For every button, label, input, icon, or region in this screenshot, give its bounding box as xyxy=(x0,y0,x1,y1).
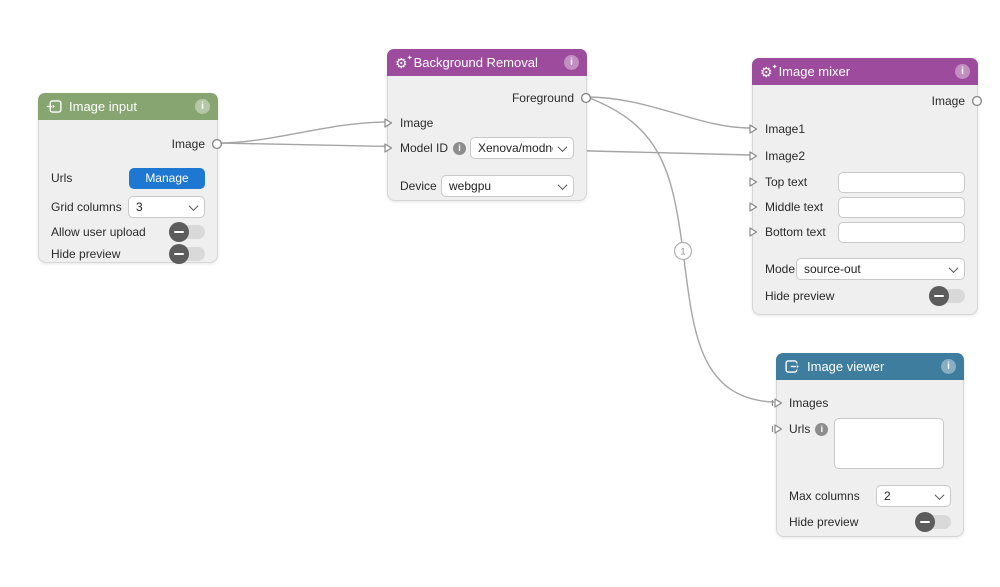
info-icon[interactable] xyxy=(941,359,956,374)
model-id-label: Model ID xyxy=(400,141,449,155)
chevron-down-icon xyxy=(934,489,945,500)
node-title: Image input xyxy=(69,99,137,114)
output-label-image: Image xyxy=(931,94,965,108)
chevron-down-icon xyxy=(188,200,199,211)
bottom-text-label: Bottom text xyxy=(765,225,826,239)
port-input-bottom-text[interactable] xyxy=(747,226,759,238)
image2-label: Image2 xyxy=(765,149,806,163)
gear-sparkle-icon: ⚙✦ xyxy=(760,63,778,80)
image-input-label: Image xyxy=(400,116,434,130)
hide-preview-label: Hide preview xyxy=(51,247,121,261)
grid-columns-value: 3 xyxy=(136,200,143,214)
hide-preview-label: Hide preview xyxy=(789,515,859,529)
top-text-input[interactable] xyxy=(838,171,965,193)
edge-badge: 1 xyxy=(673,241,693,261)
urls-label: Urls xyxy=(51,171,73,185)
toggle-knob-minus-icon xyxy=(929,286,949,306)
port-input-image[interactable] xyxy=(382,117,394,129)
info-icon[interactable] xyxy=(453,141,467,155)
node-background-removal[interactable]: ⚙✦ Background Removal Foreground Image M… xyxy=(384,49,592,201)
port-input-images[interactable] xyxy=(771,397,783,409)
edge-bgremoval-to-mixer-image1[interactable] xyxy=(586,96,751,129)
hide-preview-toggle[interactable] xyxy=(915,512,951,532)
bottom-text-input[interactable] xyxy=(838,221,965,243)
urls-textarea[interactable] xyxy=(834,418,944,469)
allow-user-upload-toggle[interactable] xyxy=(169,222,205,242)
node-image-mixer[interactable]: ⚙✦ Image mixer Image Image1 Image2 Top t… xyxy=(749,58,983,315)
manage-button[interactable]: Manage xyxy=(129,167,205,189)
grid-columns-select[interactable]: 3 xyxy=(128,196,205,218)
max-columns-select[interactable]: 2 xyxy=(876,485,951,507)
info-icon[interactable] xyxy=(815,422,829,436)
device-label: Device xyxy=(400,179,437,193)
port-input-image1[interactable] xyxy=(747,123,759,135)
port-output-foreground[interactable] xyxy=(580,92,592,104)
top-text-label: Top text xyxy=(765,175,808,189)
port-output-image[interactable] xyxy=(211,138,223,150)
port-input-top-text[interactable] xyxy=(747,176,759,188)
port-input-middle-text[interactable] xyxy=(747,201,759,213)
hide-preview-toggle[interactable] xyxy=(929,286,965,306)
device-select[interactable]: webgpu xyxy=(441,175,574,197)
node-title: Background Removal xyxy=(413,55,538,70)
node-background-removal-header[interactable]: ⚙✦ Background Removal xyxy=(387,49,587,76)
info-icon[interactable] xyxy=(195,99,210,114)
toggle-knob-minus-icon xyxy=(169,222,189,242)
node-image-mixer-header[interactable]: ⚙✦ Image mixer xyxy=(752,58,978,85)
svg-text:1: 1 xyxy=(680,247,685,258)
output-label-foreground: Foreground xyxy=(511,91,574,105)
import-icon xyxy=(46,98,63,115)
mode-select[interactable]: source-out xyxy=(796,258,965,280)
allow-user-upload-label: Allow user upload xyxy=(51,225,146,239)
export-icon xyxy=(784,358,801,375)
node-image-viewer-header[interactable]: Image viewer xyxy=(776,353,964,380)
node-image-input-header[interactable]: Image input xyxy=(38,93,218,120)
model-id-value: Xenova/modnet xyxy=(478,141,553,155)
chevron-down-icon xyxy=(557,141,568,152)
info-icon[interactable] xyxy=(564,55,579,70)
hide-preview-label: Hide preview xyxy=(765,289,835,303)
mode-value: source-out xyxy=(804,262,861,276)
middle-text-input[interactable] xyxy=(838,196,965,218)
node-image-input[interactable]: Image input Image Urls Manage Grid colum… xyxy=(38,93,223,264)
node-title: Image mixer xyxy=(778,64,851,79)
port-input-urls[interactable] xyxy=(771,423,783,435)
info-icon[interactable] xyxy=(955,64,970,79)
node-image-viewer[interactable]: Image viewer Images Urls Max columns 2 H… xyxy=(771,353,964,537)
port-input-image2[interactable] xyxy=(747,150,759,162)
images-label: Images xyxy=(789,396,829,410)
node-title: Image viewer xyxy=(807,359,885,374)
mode-label: Mode xyxy=(765,262,796,276)
chevron-down-icon xyxy=(948,262,959,273)
image1-label: Image1 xyxy=(765,122,806,136)
middle-text-label: Middle text xyxy=(765,200,824,214)
max-columns-label: Max columns xyxy=(789,489,860,503)
toggle-knob-minus-icon xyxy=(915,512,935,532)
urls-label: Urls xyxy=(789,422,811,436)
port-output-image[interactable] xyxy=(971,95,983,107)
chevron-down-icon xyxy=(557,179,568,190)
model-id-select[interactable]: Xenova/modnet xyxy=(470,137,574,159)
toggle-knob-minus-icon xyxy=(169,244,189,264)
grid-columns-label: Grid columns xyxy=(51,200,122,214)
max-columns-value: 2 xyxy=(884,489,891,503)
device-value: webgpu xyxy=(449,179,492,193)
gear-sparkle-icon: ⚙✦ xyxy=(395,54,413,71)
port-input-model-id[interactable] xyxy=(382,142,394,154)
hide-preview-toggle[interactable] xyxy=(169,244,205,264)
output-label-image: Image xyxy=(171,137,205,151)
edge-imageinput-to-bgremoval-image[interactable] xyxy=(217,121,387,144)
